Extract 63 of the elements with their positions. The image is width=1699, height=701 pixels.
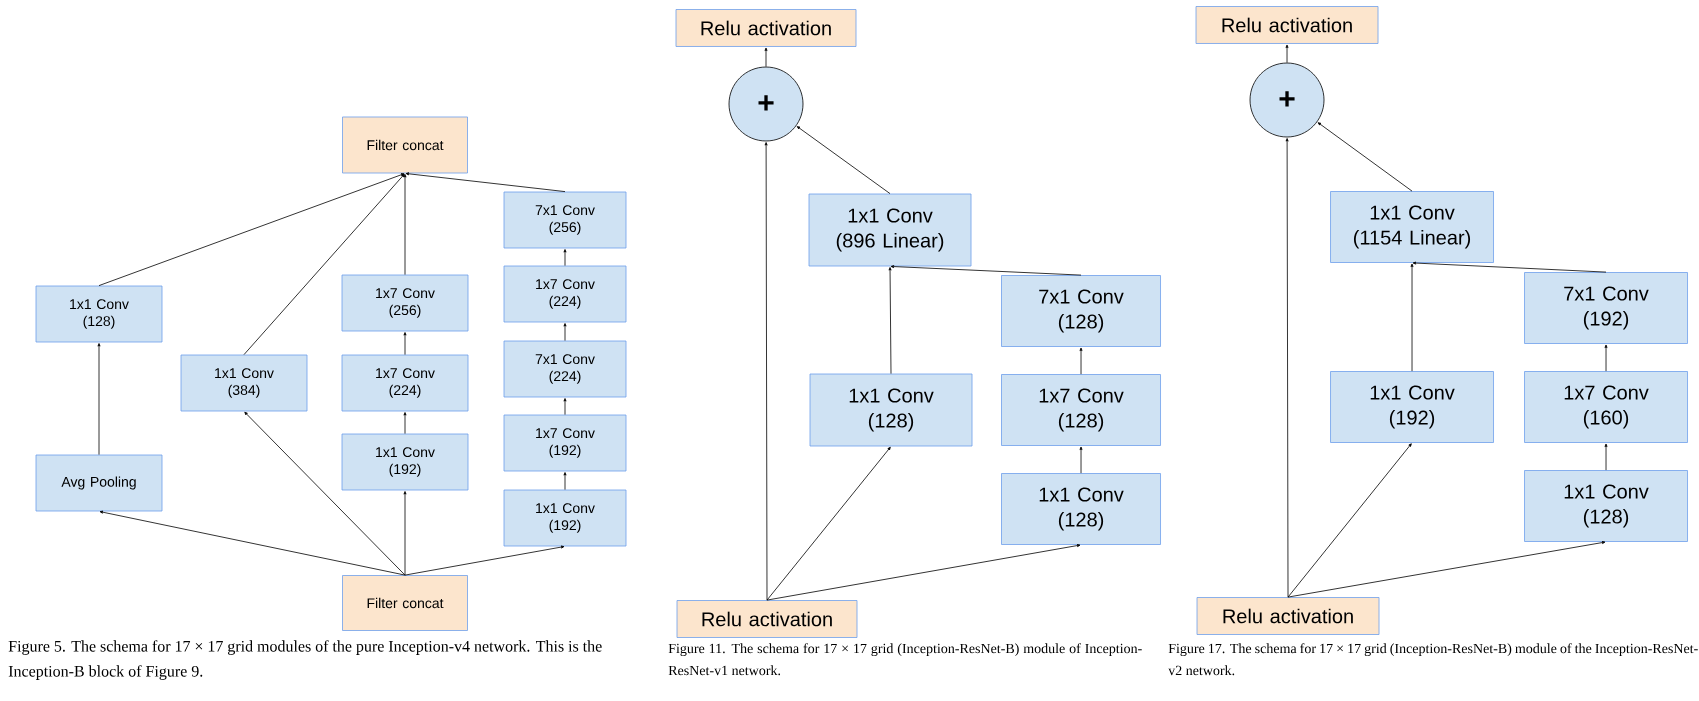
conv-box: Avg Pooling bbox=[35, 454, 163, 512]
arrow bbox=[888, 267, 892, 374]
conv-box: 7x1 Conv (192) bbox=[1524, 272, 1688, 344]
arrow bbox=[1604, 344, 1608, 372]
conv-box: 1x1 Conv (1154 Linear) bbox=[1330, 191, 1494, 263]
arrow bbox=[99, 510, 406, 576]
arrow bbox=[243, 173, 405, 355]
arrow bbox=[1285, 138, 1289, 598]
arrow bbox=[563, 472, 567, 490]
arrow bbox=[796, 126, 891, 194]
conv-box: 1x7 Conv (224) bbox=[341, 354, 469, 412]
arrow bbox=[764, 142, 768, 601]
conv-box: 1x7 Conv (160) bbox=[1524, 371, 1688, 443]
arrow bbox=[1412, 261, 1607, 273]
arrow bbox=[766, 544, 1081, 601]
conv-box: 1x1 Conv (128) bbox=[809, 373, 973, 447]
caption: Figure 11. The schema for 17 × 17 grid (Inception-ResNet-B) module of Inception-ResNet-v1 network. bbox=[668, 643, 1142, 676]
arrow bbox=[403, 174, 407, 275]
caption: Figure 17. The schema for 17 × 17 grid (Inception-ResNet-B) module of the Inception-ResNet-v2 network. bbox=[1168, 643, 1698, 676]
conv-box: 1x1 Conv (384) bbox=[180, 354, 308, 412]
arrow bbox=[1604, 443, 1608, 471]
conv-box: 1x1 Conv (128) bbox=[35, 285, 163, 343]
arrow bbox=[764, 47, 768, 67]
layer-box: Relu activation bbox=[675, 9, 857, 47]
conv-box: 1x7 Conv (256) bbox=[341, 274, 469, 332]
conv-box: 1x7 Conv (224) bbox=[503, 265, 627, 323]
conv-box: 7x1 Conv (128) bbox=[1001, 275, 1161, 347]
conv-box: 1x1 Conv (192) bbox=[1330, 371, 1494, 443]
arrow bbox=[890, 265, 1082, 276]
layer-box: Filter concat bbox=[342, 116, 468, 174]
conv-box: 1x1 Conv (896 Linear) bbox=[808, 193, 972, 267]
arrow bbox=[1410, 263, 1414, 372]
arrow bbox=[1079, 347, 1083, 375]
arrow bbox=[563, 323, 567, 341]
arrow bbox=[1317, 122, 1413, 192]
caption: Figure 5. The schema for 17 × 17 grid modules of the pure Inception-v4 network. This is the Inception-B block of Figure 9. bbox=[8, 640, 602, 680]
conv-box: 1x1 Conv (192) bbox=[503, 489, 627, 547]
arrow bbox=[244, 411, 406, 576]
conv-box: 1x7 Conv (128) bbox=[1001, 374, 1161, 446]
arrow bbox=[563, 249, 567, 266]
arrow bbox=[403, 332, 407, 355]
arrow bbox=[404, 545, 565, 576]
layer-box: Relu activation bbox=[676, 600, 858, 638]
arrow bbox=[98, 173, 405, 286]
arrow bbox=[97, 343, 101, 455]
arrow bbox=[1285, 44, 1289, 63]
arrow bbox=[1287, 541, 1606, 598]
arrow bbox=[766, 446, 891, 601]
arrow bbox=[405, 172, 566, 192]
conv-box: 1x1 Conv (128) bbox=[1001, 473, 1161, 545]
layer-box: Filter concat bbox=[342, 575, 468, 631]
arrow bbox=[1079, 446, 1083, 474]
conv-box: 7x1 Conv (224) bbox=[503, 340, 627, 398]
conv-box: 1x7 Conv (192) bbox=[503, 414, 627, 472]
conv-box: 1x1 Conv (128) bbox=[1524, 470, 1688, 542]
layer-box: Relu activation bbox=[1196, 597, 1380, 635]
arrow bbox=[403, 491, 407, 576]
arrow bbox=[1287, 443, 1412, 598]
arrow bbox=[403, 412, 407, 434]
conv-box: 7x1 Conv (256) bbox=[503, 191, 627, 249]
conv-box: 1x1 Conv (192) bbox=[341, 433, 469, 491]
layer-box: Relu activation bbox=[1195, 6, 1379, 44]
arrow bbox=[563, 398, 567, 415]
